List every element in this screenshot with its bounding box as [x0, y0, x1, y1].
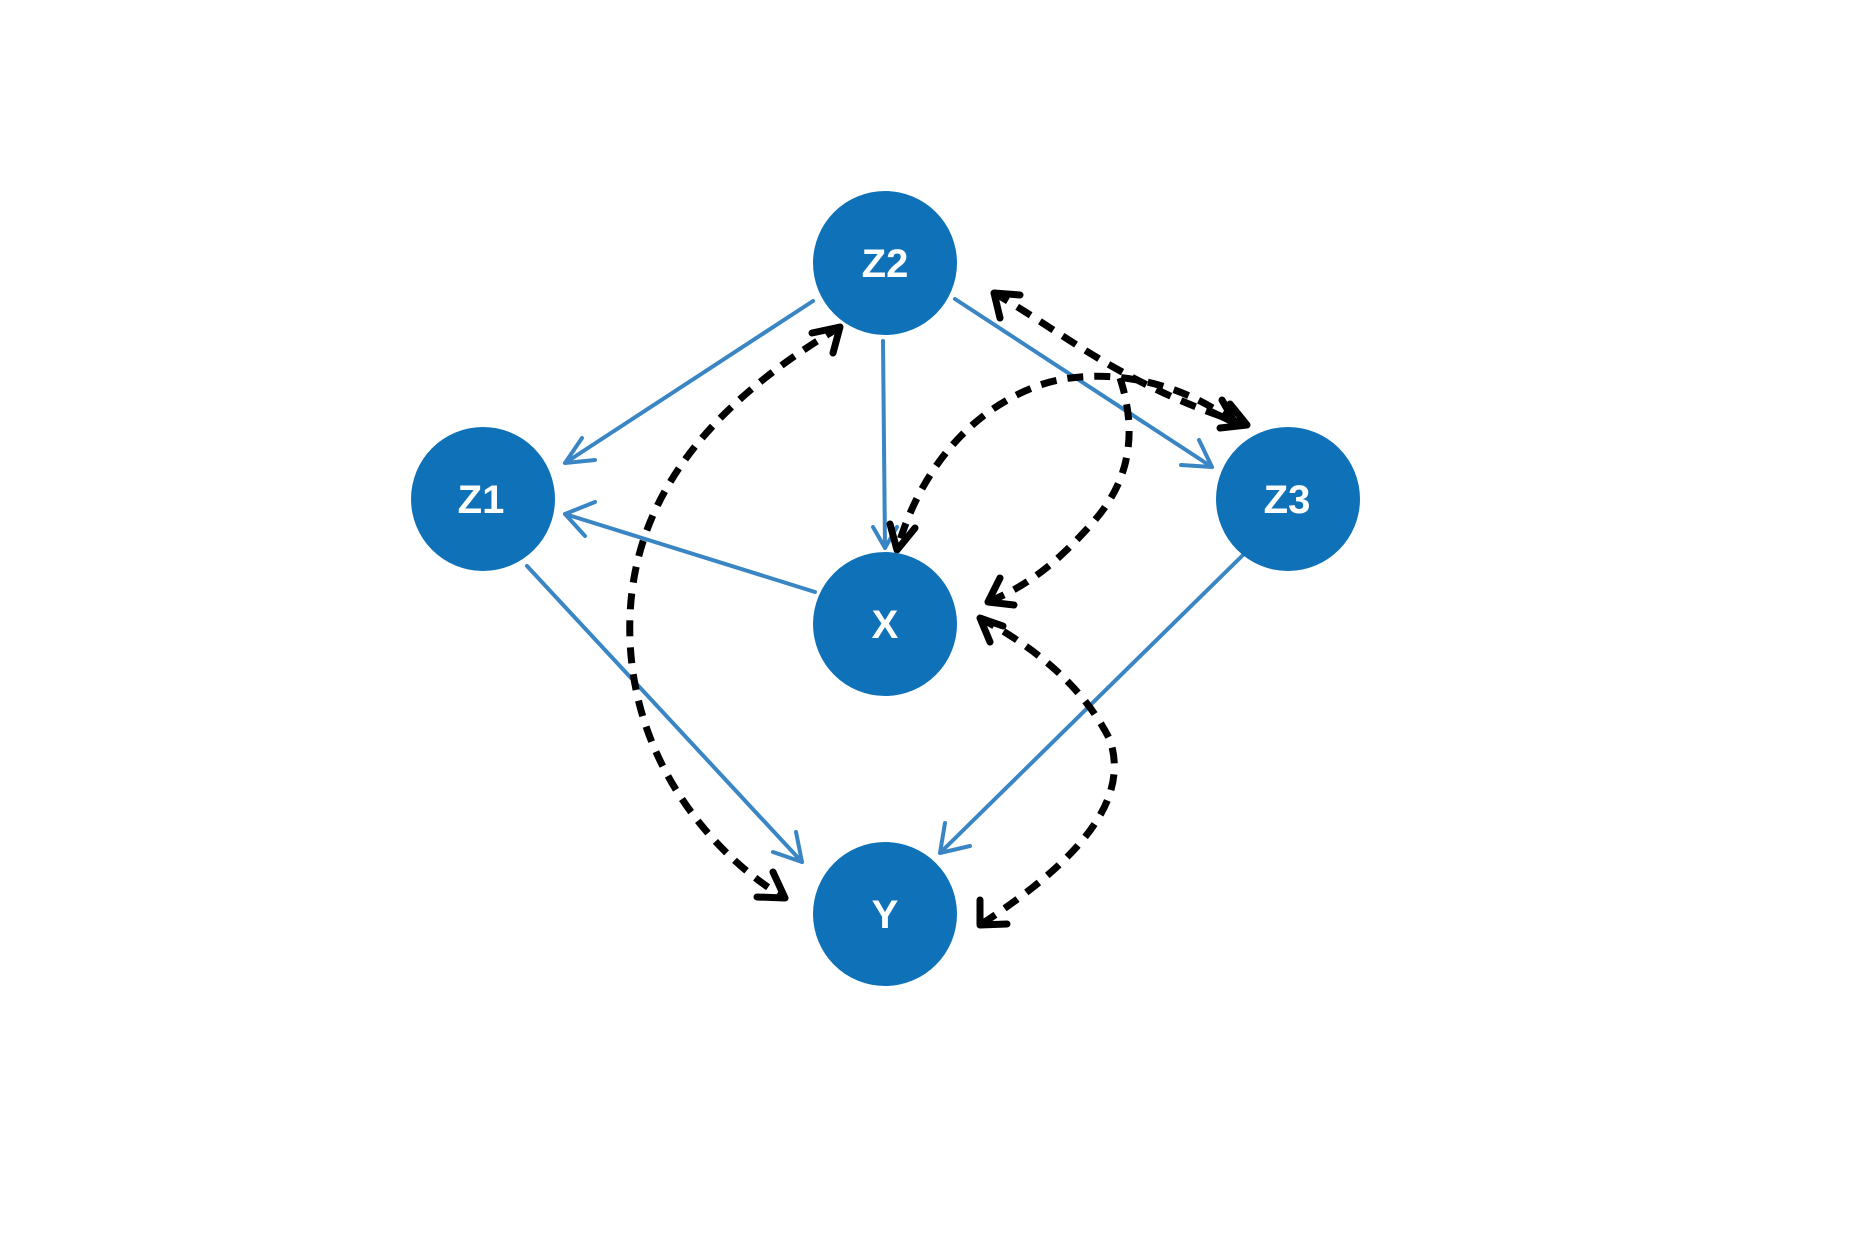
bidirected-edge-z2-x-right-arc [984, 376, 1133, 609]
node-x[interactable]: X [813, 552, 957, 696]
node-z2[interactable]: Z2 [813, 191, 957, 335]
node-z1[interactable]: Z1 [411, 427, 555, 571]
bidirected-edges [626, 289, 1251, 929]
node-label: Y [872, 893, 899, 937]
node-label: Z1 [458, 478, 505, 522]
directed-edge-z2-z3 [953, 297, 1214, 469]
bidirected-edge-x-y [976, 614, 1118, 929]
nodes: Z2 Z1 X Z3 Y [411, 191, 1360, 986]
node-y[interactable]: Y [813, 842, 957, 986]
node-label: X [872, 603, 899, 647]
directed-edge-z2-z1 [563, 299, 815, 465]
bidirected-edge-z2-y [626, 323, 844, 902]
directed-edge-z1-y [525, 564, 804, 864]
node-z3[interactable]: Z3 [1216, 427, 1360, 571]
node-label: Z2 [862, 242, 909, 286]
directed-edge-x-z1 [563, 500, 817, 594]
node-label: Z3 [1264, 478, 1311, 522]
bidirected-edge-x-z3-arc [886, 372, 1239, 554]
directed-edge-z2-x [871, 339, 899, 550]
bidirected-edge-z2-z3 [990, 289, 1251, 432]
directed-edges [525, 297, 1245, 864]
